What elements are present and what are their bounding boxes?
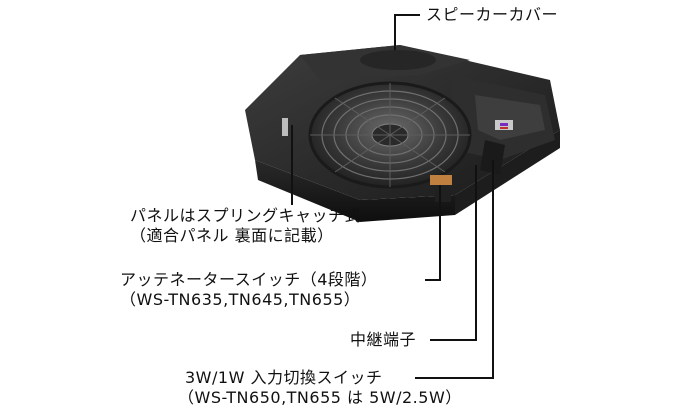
label-panel-spring-line2: （適合パネル 裏面に記載） — [130, 226, 334, 245]
label-attenuator-line1: アッテネータースイッチ（4段階） — [120, 270, 378, 289]
label-speaker-cover: スピーカーカバー — [426, 5, 559, 24]
leader-attenuator — [425, 185, 441, 281]
terminal-box — [450, 75, 555, 175]
label-attenuator-line2: （WS-TN635,TN645,TN655） — [120, 290, 361, 309]
leader-input-switch — [415, 160, 494, 379]
label-input-switch-line1: 3W/1W 入力切換スイッチ — [185, 368, 383, 387]
label-panel-spring-line1: パネルはスプリングキャッチ式 — [130, 206, 362, 225]
leader-speaker-cover — [394, 14, 420, 50]
speaker-grille — [308, 81, 472, 189]
label-input-switch-line2: （WS-TN650,TN655 は 5W/2.5W） — [178, 388, 462, 407]
leader-relay-terminal — [430, 165, 477, 341]
label-relay-terminal: 中継端子 — [350, 330, 417, 349]
leader-lines — [291, 14, 494, 379]
